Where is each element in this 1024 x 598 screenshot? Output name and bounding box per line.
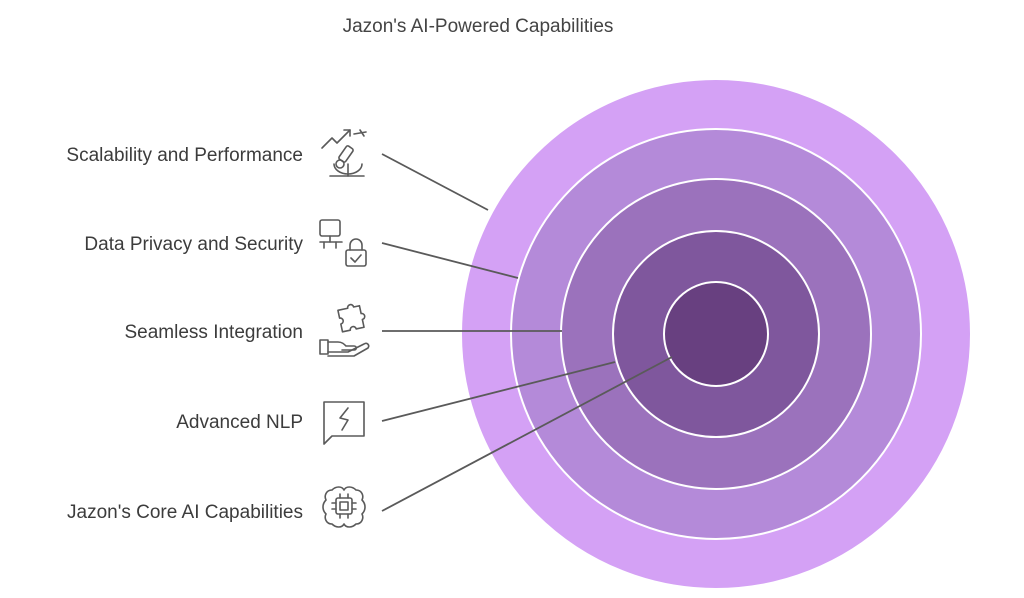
- chat-bubble-icon: [323, 401, 365, 445]
- labels: Scalability and Performance Data Privacy…: [66, 145, 303, 523]
- rings: [460, 78, 972, 590]
- ring-core: [663, 281, 769, 387]
- label-scalability: Scalability and Performance: [66, 145, 303, 166]
- leader-line-scalability: [381, 153, 489, 211]
- puzzle-hand-icon: [319, 303, 370, 357]
- leader-lines: [381, 153, 673, 512]
- brain-chip-icon: [322, 486, 366, 528]
- label-privacy: Data Privacy and Security: [84, 234, 303, 255]
- computer-lock-icon: [319, 219, 367, 267]
- label-integration: Seamless Integration: [125, 322, 304, 343]
- diagram-title: Jazon's AI-Powered Capabilities: [343, 16, 614, 37]
- leader-line-privacy: [381, 242, 519, 279]
- scalability-microscope-icon: [321, 129, 367, 177]
- label-core: Jazon's Core AI Capabilities: [67, 502, 303, 523]
- label-nlp: Advanced NLP: [176, 412, 303, 433]
- leader-line-core: [381, 356, 673, 512]
- leader-line-nlp: [381, 361, 616, 422]
